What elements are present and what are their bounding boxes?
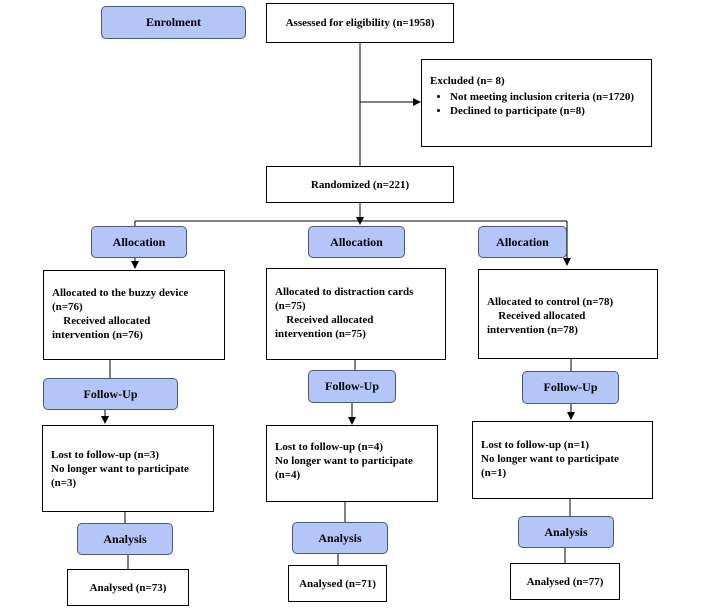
allocated-box: Allocated to control (n=78)  Received a…: [478, 269, 658, 359]
excluded-box: Excluded (n= 8) Not meeting inclusion cr…: [421, 59, 652, 147]
analysed-box: Analysed (n=71): [288, 565, 387, 602]
analysed-box: Analysed (n=73): [67, 569, 189, 606]
allocated-line: (n=75): [275, 300, 306, 312]
allocated-line: Allocated to control (n=78): [487, 296, 614, 308]
eligibility-text: Assessed for eligibility (n=1958): [285, 17, 435, 29]
follow-up-label: Follow-Up: [522, 371, 619, 404]
lost-line: Lost to follow-up (n=3): [51, 449, 160, 461]
enrolment-label: Enrolment: [101, 6, 246, 39]
lost-box: Lost to follow-up (n=3) No longer want t…: [42, 425, 214, 512]
allocated-line: intervention (n=78): [487, 324, 578, 336]
allocated-line:  Received allocated: [487, 310, 585, 322]
analysis-label: Analysis: [77, 523, 173, 555]
allocated-line: intervention (n=76): [52, 329, 143, 341]
allocated-line: Allocated to distraction cards: [275, 286, 414, 298]
analysed-box: Analysed (n=77): [510, 563, 620, 600]
randomized-box: Randomized (n=221): [266, 166, 454, 203]
excluded-item: Not meeting inclusion criteria (n=1720): [450, 90, 643, 104]
analysed-text: Analysed (n=73): [89, 581, 167, 594]
allocation-label: Allocation: [308, 226, 405, 258]
lost-line: No longer want to participate: [51, 463, 189, 475]
lost-line: (n=1): [481, 467, 507, 479]
excluded-title: Excluded (n= 8): [430, 75, 505, 87]
allocated-line:  Received allocated: [275, 314, 373, 326]
allocated-line: Allocated to the buzzy device: [52, 287, 189, 299]
lost-box: Lost to follow-up (n=1) No longer want t…: [472, 421, 653, 499]
follow-up-label: Follow-Up: [308, 370, 396, 403]
lost-line: No longer want to participate: [275, 455, 413, 467]
allocated-line: intervention (n=75): [275, 328, 366, 340]
analysis-label: Analysis: [518, 516, 614, 548]
allocated-box: Allocated to distraction cards (n=75)  …: [266, 268, 446, 360]
randomized-text: Randomized (n=221): [310, 178, 410, 191]
eligibility-box: Assessed for eligibility (n=1958): [266, 3, 454, 43]
analysis-label: Analysis: [292, 522, 388, 554]
allocated-line: (n=76): [52, 301, 83, 313]
allocation-label: Allocation: [478, 226, 567, 258]
allocated-line:  Received allocated: [52, 315, 150, 327]
lost-box: Lost to follow-up (n=4) No longer want t…: [266, 425, 438, 502]
allocated-box: Allocated to the buzzy device (n=76)  R…: [43, 270, 225, 360]
lost-line: (n=3): [51, 477, 77, 489]
lost-line: Lost to follow-up (n=4): [275, 441, 384, 453]
analysed-text: Analysed (n=71): [299, 577, 376, 590]
allocation-label: Allocation: [91, 226, 187, 258]
lost-line: (n=4): [275, 469, 301, 481]
follow-up-label: Follow-Up: [43, 378, 178, 410]
excluded-item: Declined to participate (n=8): [450, 104, 643, 118]
lost-line: Lost to follow-up (n=1): [481, 439, 590, 451]
lost-line: No longer want to participate: [481, 453, 619, 465]
excluded-list: Not meeting inclusion criteria (n=1720) …: [430, 90, 643, 118]
analysed-text: Analysed (n=77): [526, 575, 604, 588]
